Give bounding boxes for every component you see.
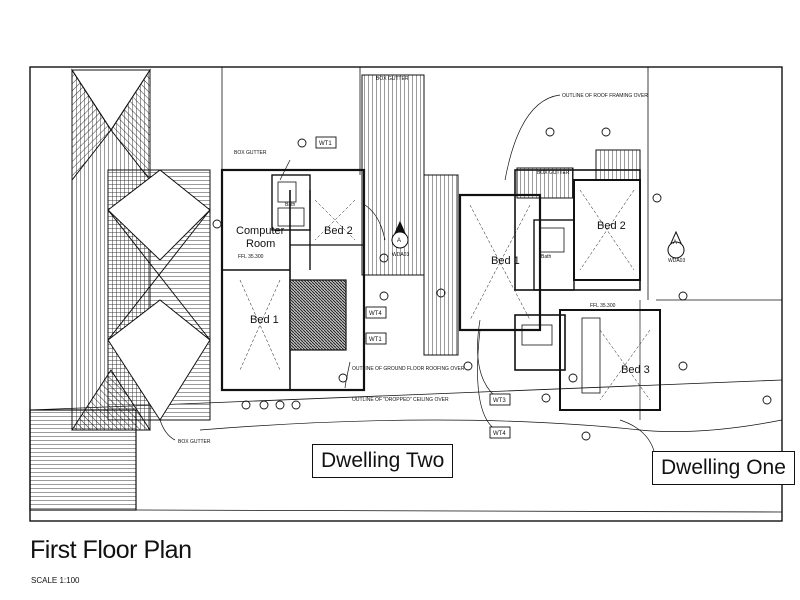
- section-marker-right: [667, 230, 685, 259]
- bath-dwelling-two: Bath: [285, 202, 296, 208]
- note-ffl-right: FFL 35.300: [590, 303, 616, 309]
- computer-room-label: Computer: [236, 225, 285, 237]
- tag-wt4-left: WT4: [369, 311, 382, 317]
- lower-roof-middle: [423, 174, 459, 356]
- section-a-left: A: [397, 238, 401, 244]
- note-box-gutter-bottom: BOX GUTTER: [178, 439, 211, 445]
- wall-tags: [315, 136, 511, 439]
- tag-wt4-right: WT4: [493, 431, 506, 437]
- stair-dwelling-two: [289, 279, 347, 351]
- bed-1-dwelling-two: Bed 1: [250, 314, 279, 326]
- note-ground-floor-roofing: OUTLINE OF GROUND FLOOR ROOFING OVER: [352, 366, 465, 372]
- computer-room-label-2: Room: [246, 238, 275, 250]
- dwelling-one-walls: [458, 149, 661, 420]
- note-box-gutter-right: BOX GUTTER: [537, 170, 570, 176]
- plan-title: First Floor Plan: [30, 536, 192, 564]
- section-a-right: A: [673, 240, 677, 246]
- section-ref-right: WDA03: [668, 258, 685, 264]
- landscape-symbols: [212, 127, 772, 441]
- note-box-gutter-top: BOX GUTTER: [376, 76, 409, 82]
- bath-dwelling-one: Bath: [541, 254, 552, 260]
- section-ref-left: WDA03: [392, 252, 409, 258]
- tag-wt3-right: WT3: [493, 398, 506, 404]
- box-gutter-roof: [361, 74, 425, 276]
- site-boundary: [29, 66, 783, 522]
- tag-wt1-left: WT1: [369, 337, 382, 343]
- bed-1-dwelling-one: Bed 1: [491, 255, 520, 267]
- scale-note: SCALE 1:100: [31, 576, 80, 585]
- note-dropped-ceiling: OUTLINE OF "DROPPED" CEILING OVER: [352, 397, 449, 403]
- computer-room-ffl: FFL 35.300: [238, 254, 264, 260]
- bed-2-dwelling-two: Bed 2: [324, 225, 353, 237]
- dwelling-two-label: Dwelling Two: [312, 444, 454, 478]
- bed-3-dwelling-one: Bed 3: [621, 364, 650, 376]
- roof-plan-left: [29, 68, 211, 511]
- section-marker-left: [391, 220, 409, 249]
- note-box-gutter-left: BOX GUTTER: [234, 150, 267, 156]
- tag-wt1-top: WT1: [319, 141, 332, 147]
- note-roof-framing: OUTLINE OF ROOF FRAMING OVER: [562, 93, 648, 99]
- bed-2-dwelling-one: Bed 2: [597, 220, 626, 232]
- dwelling-one-label: Dwelling One: [652, 451, 795, 485]
